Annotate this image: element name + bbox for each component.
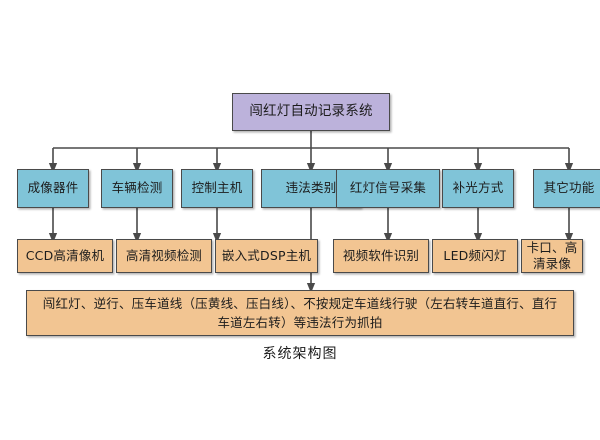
figure-caption: 系统架构图 [262,346,338,362]
node-violation-detail-band[interactable]: 闯红灯、逆行、压车道线（压黄线、压白线）、不按规定车道线行驶（左右转车道直行、直… [26,290,574,336]
node-level2-control-host[interactable]: 控制主机 [181,169,253,208]
node-root-label: 闯红灯自动记录系统 [249,103,373,120]
node-level2-label: 红灯信号采集 [349,180,427,196]
node-level2-fill-light-mode[interactable]: 补光方式 [442,169,514,208]
node-level2-label: 补光方式 [452,180,504,196]
node-level2-other-functions[interactable]: 其它功能 [533,169,600,208]
node-level3-label: 卡口、高清录像 [526,239,578,272]
node-level3-label: 嵌入式DSP主机 [221,247,312,263]
node-level3-checkpoint-hd-recording[interactable]: 卡口、高清录像 [521,239,583,273]
node-violation-detail-label: 闯红灯、逆行、压车道线（压黄线、压白线）、不按规定车道线行驶（左右转车道直行、直… [42,295,558,330]
node-level3-label: 高清视频检测 [125,247,203,263]
node-level3-label: 视频软件识别 [342,247,420,263]
node-level2-label: 成像器件 [27,180,79,196]
node-level2-imaging-device[interactable]: 成像器件 [17,169,89,208]
node-level2-label: 违法类别 [285,180,337,196]
node-level3-hd-video-detection[interactable]: 高清视频检测 [116,239,212,273]
node-level2-label: 车辆检测 [111,180,163,196]
node-level3-label: LED频闪灯 [443,247,507,263]
node-level3-embedded-dsp-host[interactable]: 嵌入式DSP主机 [215,239,318,273]
node-root[interactable]: 闯红灯自动记录系统 [232,93,390,131]
node-level2-red-light-signal-capture[interactable]: 红灯信号采集 [336,169,440,208]
node-level2-label: 其它功能 [543,180,595,196]
node-level2-label: 控制主机 [191,180,243,196]
node-level3-led-strobe-light[interactable]: LED频闪灯 [432,239,518,273]
node-level2-vehicle-detection[interactable]: 车辆检测 [101,169,173,208]
node-level3-ccd-hd-camera[interactable]: CCD高清像机 [17,239,113,273]
node-level3-label: CCD高清像机 [25,247,105,263]
node-level3-video-software-recognition[interactable]: 视频软件识别 [333,239,429,273]
